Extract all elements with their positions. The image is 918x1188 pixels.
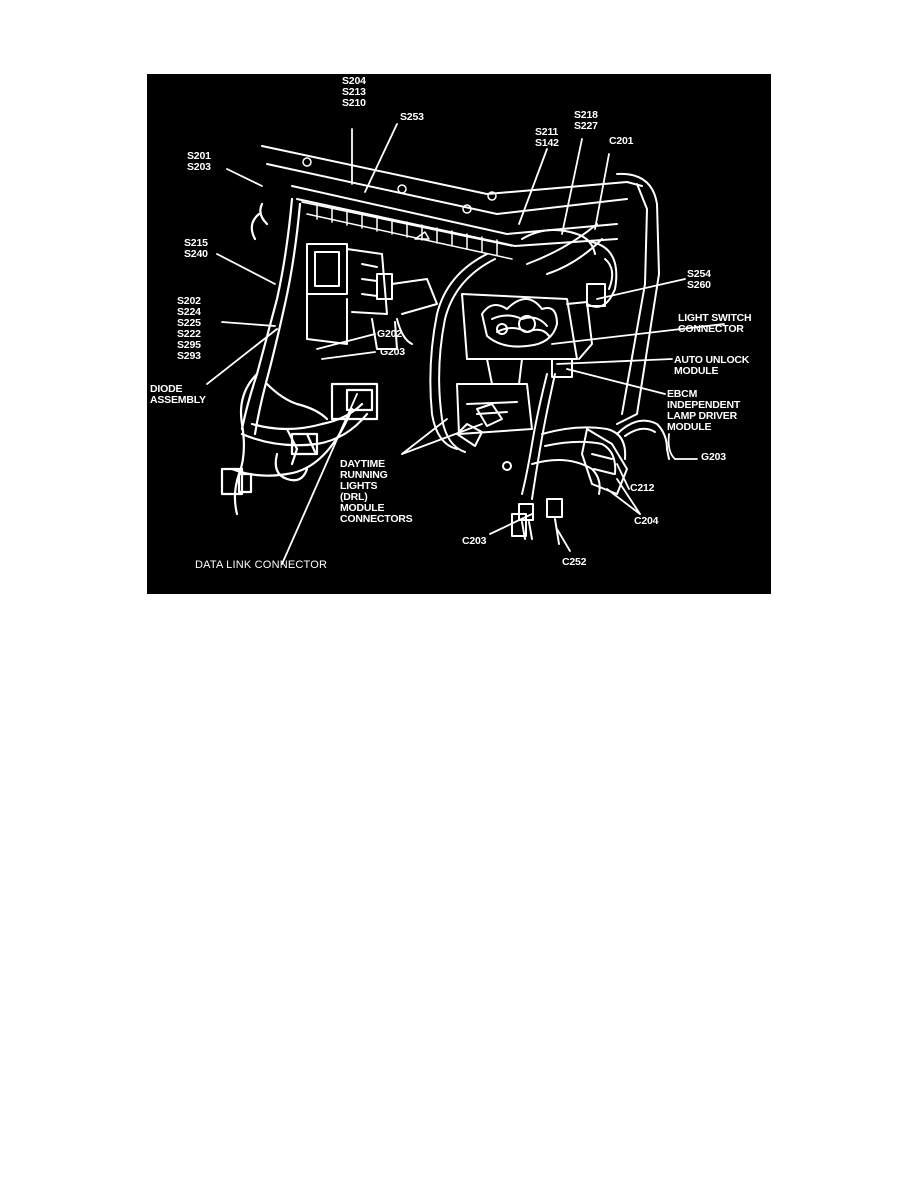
label-g202: G202 — [377, 328, 402, 340]
steering-column — [456, 223, 606, 435]
right-lower-harness — [502, 373, 670, 545]
dash-frame — [261, 145, 660, 425]
label-g203-right: G203 — [701, 451, 726, 463]
label-c201: C201 — [609, 135, 634, 147]
label-s253: S253 — [400, 111, 424, 123]
leader-lines — [206, 123, 725, 565]
left-harness — [220, 197, 379, 516]
label-c252: C252 — [562, 556, 587, 568]
label-c204: C204 — [634, 515, 659, 527]
center-left-module — [306, 243, 438, 350]
harness-illustration — [206, 123, 725, 565]
label-data-link-connector: DATA LINK CONNECTOR — [195, 559, 328, 571]
vent-grid — [301, 157, 513, 260]
label-c203: C203 — [462, 535, 487, 547]
label-g203-left: G203 — [380, 346, 405, 358]
label-c212: C212 — [630, 482, 655, 494]
